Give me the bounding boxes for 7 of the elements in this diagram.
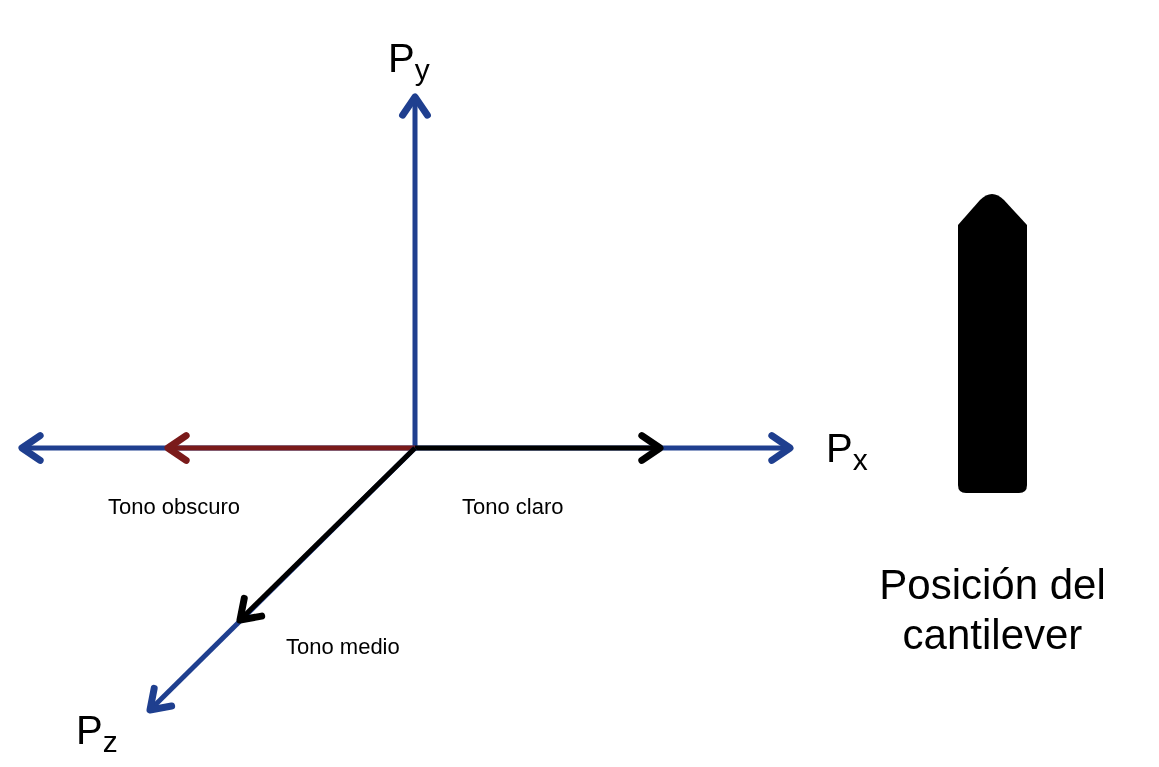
- axis-label: P$_{x}$: [826, 425, 868, 478]
- tone-label: Tono claro: [462, 493, 565, 521]
- cantilever-caption: Posición del cantilever: [878, 560, 1107, 661]
- tone-label: Tono obscuro: [108, 493, 242, 521]
- axis-label: P$_{z}$: [76, 707, 118, 760]
- tone-label: Tono medio: [286, 633, 401, 661]
- axis-label: P$_{y}$: [388, 35, 430, 88]
